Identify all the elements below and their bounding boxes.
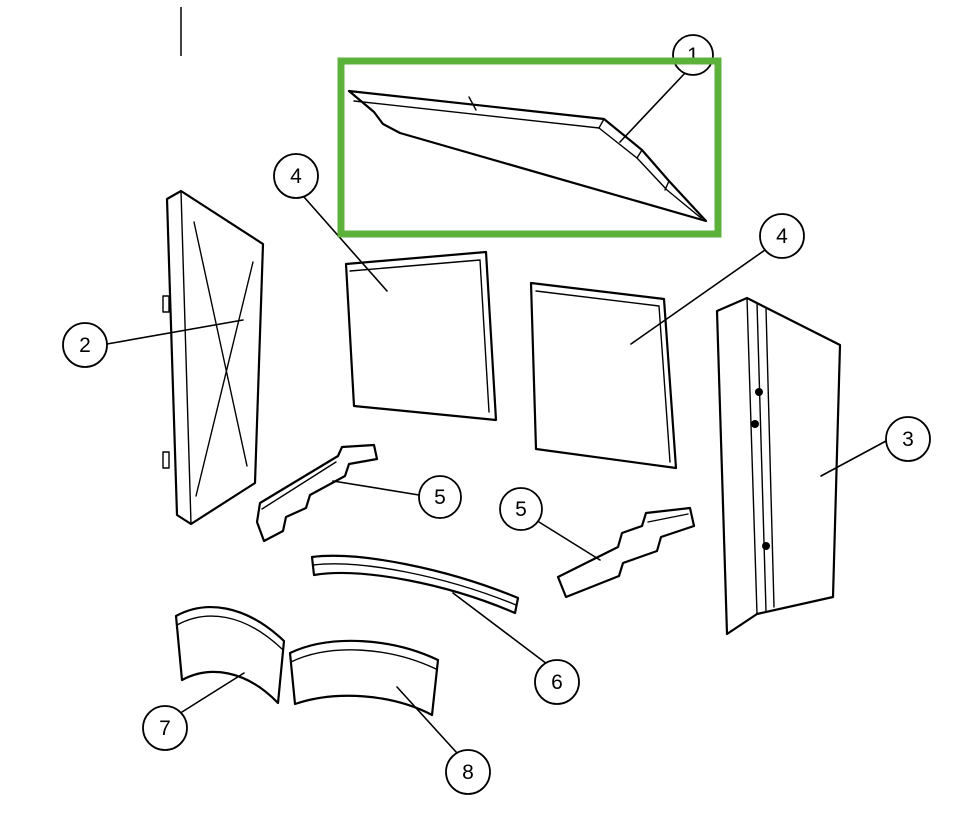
callout-7-label: 7 bbox=[159, 717, 171, 740]
part-4-left-panel bbox=[344, 250, 498, 422]
callout-5-left[interactable]: 5 bbox=[418, 475, 462, 519]
callout-2-circle[interactable] bbox=[62, 322, 108, 368]
callout-8-label: 8 bbox=[462, 761, 474, 784]
callout-4-right-label: 4 bbox=[776, 225, 788, 248]
callout-1[interactable]: 1 bbox=[672, 34, 714, 76]
leader-line-4-left bbox=[303, 196, 388, 292]
callout-6[interactable]: 6 bbox=[534, 659, 580, 705]
callout-4-right[interactable]: 4 bbox=[759, 213, 805, 259]
leader-line-4-right bbox=[630, 249, 766, 345]
callout-3[interactable]: 3 bbox=[885, 416, 931, 462]
mount-hole bbox=[762, 542, 770, 550]
part-8-curved-panel bbox=[288, 639, 440, 717]
callout-3-label: 3 bbox=[902, 428, 914, 451]
part-6-front-curved-panel bbox=[310, 554, 520, 615]
leader-lines bbox=[106, 71, 887, 754]
part-4-right-panel bbox=[529, 281, 678, 470]
callout-4-left[interactable]: 4 bbox=[273, 153, 319, 199]
leader-line-2 bbox=[106, 319, 244, 345]
callout-5-right-circle[interactable] bbox=[499, 487, 543, 531]
callout-1-label: 1 bbox=[687, 44, 699, 67]
callout-8[interactable]: 8 bbox=[445, 749, 491, 795]
part-5-right-bracket bbox=[556, 506, 696, 599]
callout-7-circle[interactable] bbox=[142, 705, 188, 751]
part-5-left-bracket bbox=[255, 443, 379, 543]
callout-7[interactable]: 7 bbox=[142, 705, 188, 751]
callout-4-left-circle[interactable] bbox=[273, 153, 319, 199]
part-3-right-side-panel bbox=[715, 296, 842, 636]
part-1-top-baffle-panel[interactable] bbox=[347, 89, 708, 223]
part-2-left-side-panel bbox=[162, 189, 265, 526]
callout-5-right-label: 5 bbox=[515, 498, 527, 521]
mount-hole bbox=[755, 388, 763, 396]
callout-4-left-label: 4 bbox=[290, 165, 302, 188]
callout-5-right[interactable]: 5 bbox=[499, 487, 543, 531]
part-7-curved-panel bbox=[174, 606, 286, 705]
leader-line-5-right bbox=[538, 521, 601, 561]
leader-line-6 bbox=[452, 592, 548, 665]
selection-highlight[interactable] bbox=[337, 57, 722, 238]
callout-8-circle[interactable] bbox=[445, 749, 491, 795]
leader-line-7 bbox=[181, 672, 245, 713]
callout-1-circle[interactable] bbox=[672, 34, 714, 76]
callout-6-label: 6 bbox=[551, 671, 563, 694]
leader-line-8 bbox=[396, 686, 458, 754]
mount-hole bbox=[751, 420, 759, 428]
callout-6-circle[interactable] bbox=[534, 659, 580, 705]
callout-5-left-label: 5 bbox=[434, 486, 446, 509]
callout-4-right-circle[interactable] bbox=[759, 213, 805, 259]
callout-2[interactable]: 2 bbox=[62, 322, 108, 368]
leader-line-1 bbox=[619, 71, 687, 143]
callout-3-circle[interactable] bbox=[885, 416, 931, 462]
leader-line-5-left bbox=[332, 480, 420, 496]
leader-line-3 bbox=[820, 440, 887, 477]
callout-2-label: 2 bbox=[79, 334, 91, 357]
callout-5-left-circle[interactable] bbox=[418, 475, 462, 519]
